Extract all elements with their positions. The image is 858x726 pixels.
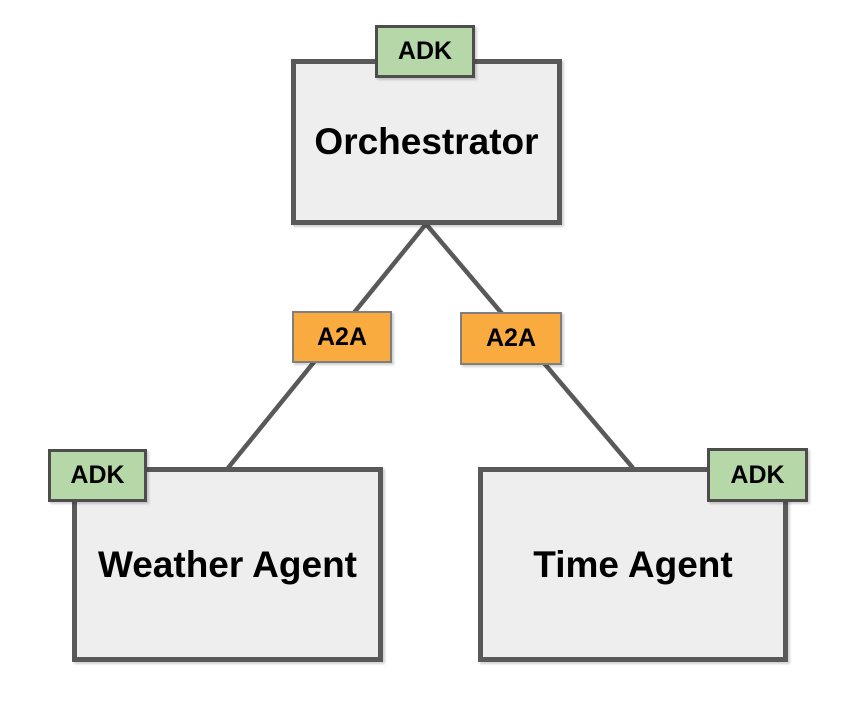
orchestrator-node: Orchestrator <box>291 59 562 225</box>
a2a-badge-right: A2A <box>460 312 562 365</box>
adk-badge-time: ADK <box>707 448 808 502</box>
adk-badge-weather: ADK <box>48 449 147 502</box>
time-agent-label: Time Agent <box>533 543 733 585</box>
time-agent-node: Time Agent <box>478 467 788 662</box>
adk-badge-orchestrator: ADK <box>375 25 475 78</box>
a2a-badge-right-label: A2A <box>485 324 536 352</box>
a2a-badge-left-label: A2A <box>316 322 367 351</box>
adk-badge-orchestrator-label: ADK <box>397 37 453 65</box>
adk-badge-time-label: ADK <box>730 460 785 489</box>
weather-agent-label: Weather Agent <box>97 543 358 585</box>
a2a-badge-left: A2A <box>292 311 392 363</box>
orchestrator-label: Orchestrator <box>314 121 539 162</box>
adk-badge-weather-label: ADK <box>70 461 125 489</box>
